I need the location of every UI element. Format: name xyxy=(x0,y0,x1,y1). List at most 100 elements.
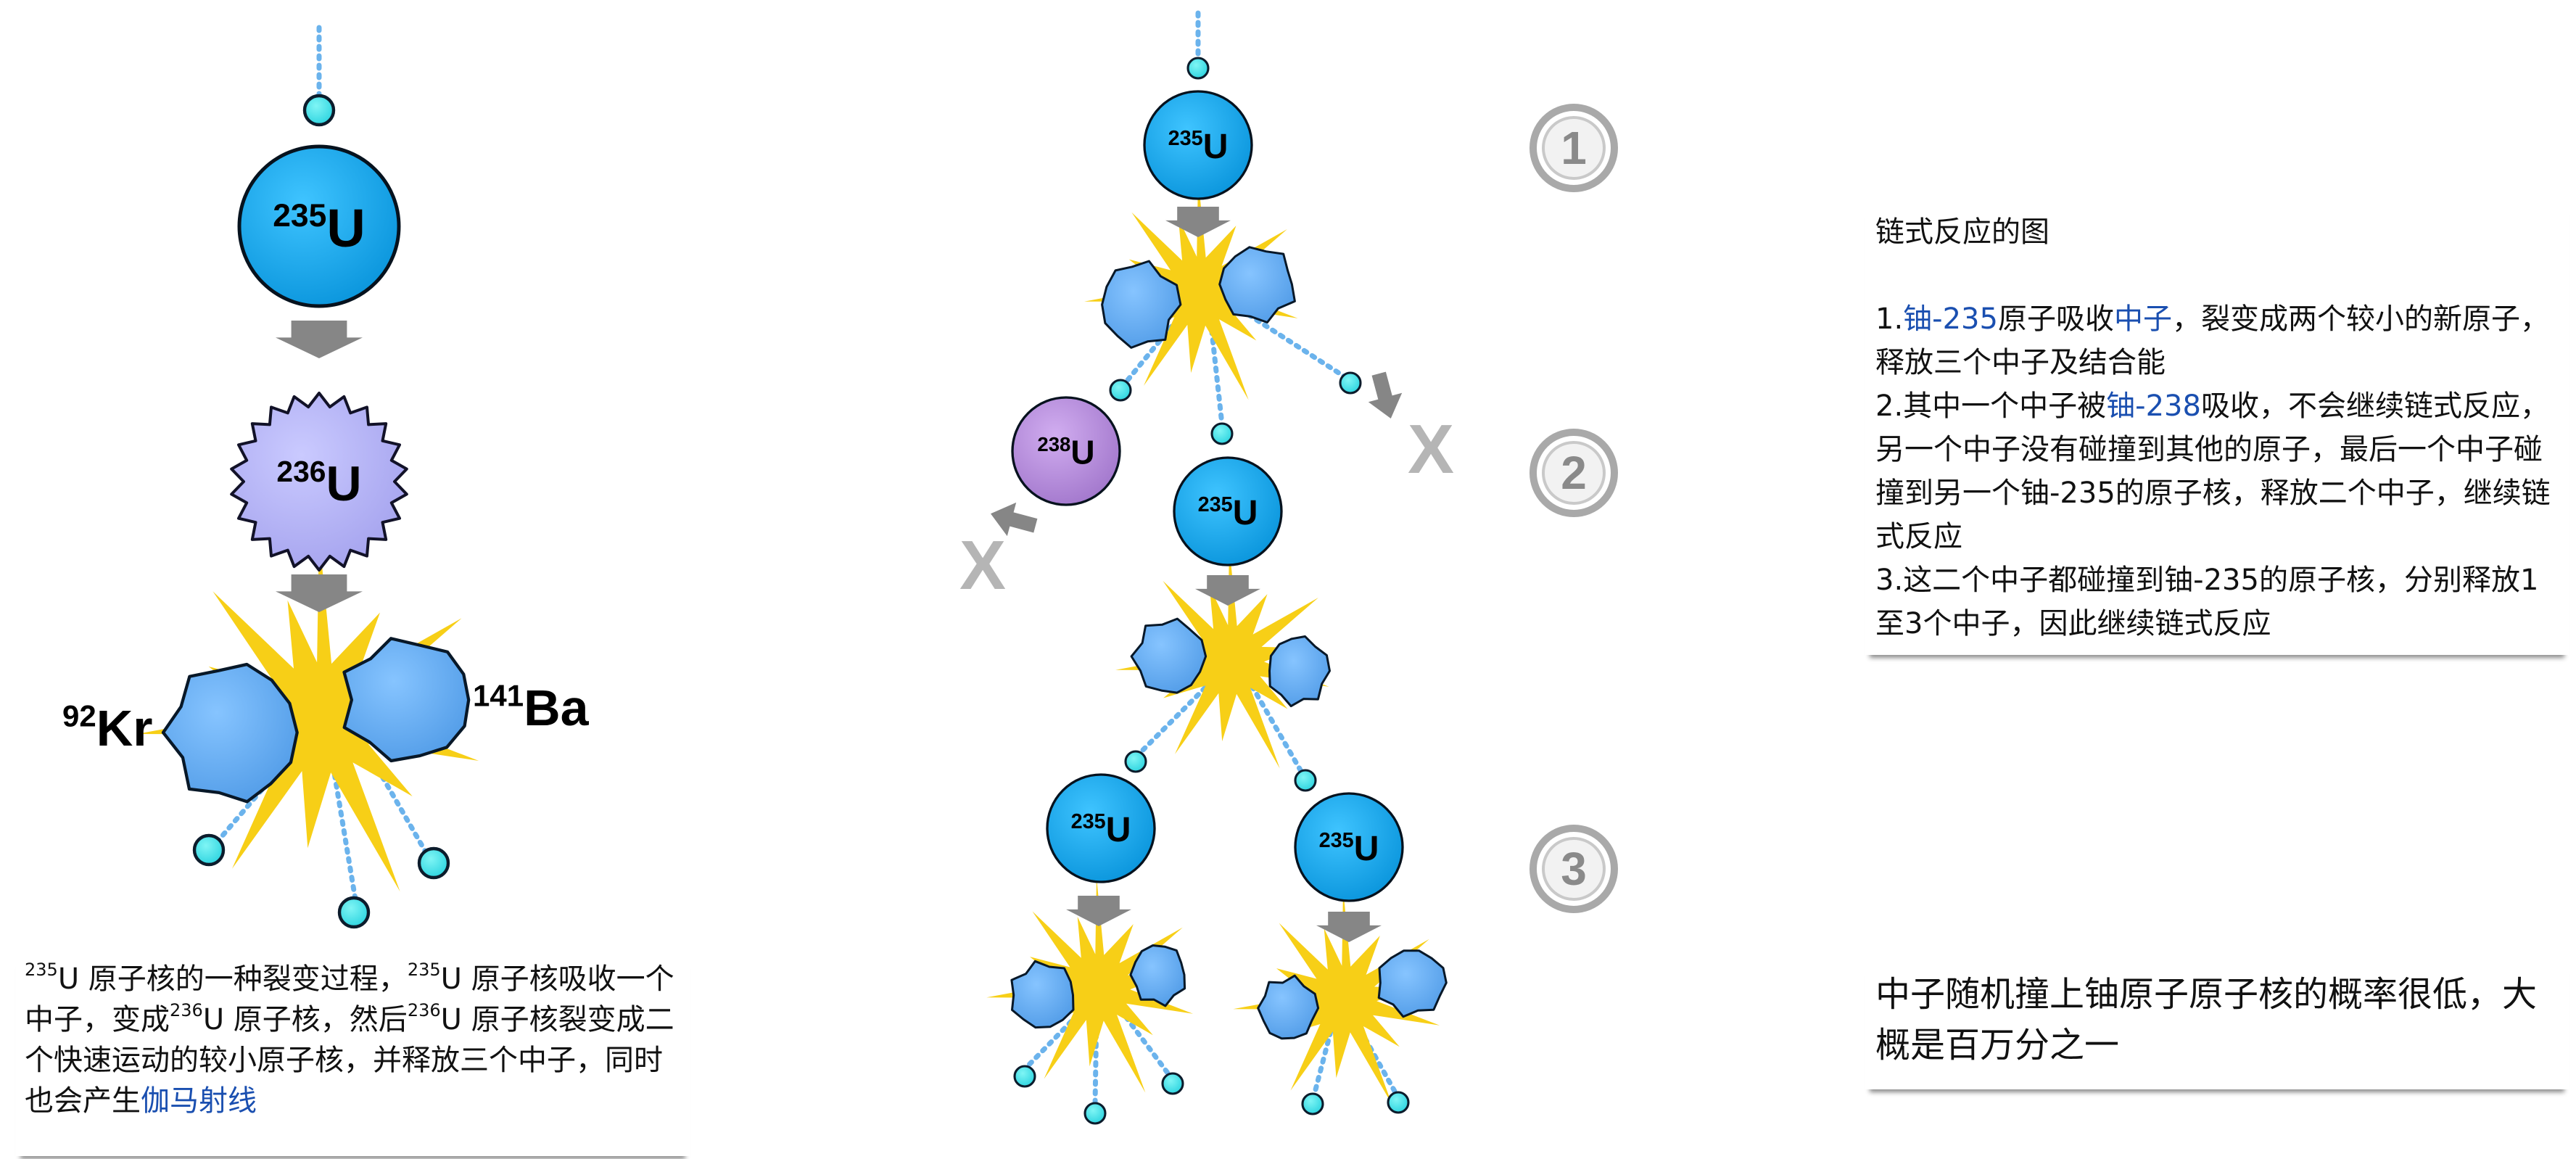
step-number: 3 xyxy=(1561,843,1587,895)
fission-burst xyxy=(137,535,479,892)
mass-number: 238 xyxy=(1037,433,1070,455)
uranium-235-nucleus xyxy=(1294,792,1404,902)
element-symbol: U xyxy=(1354,830,1379,868)
element-symbol: U xyxy=(1106,811,1131,849)
element-symbol: U xyxy=(1203,128,1229,166)
element-symbol: U xyxy=(1233,494,1258,532)
fission-fragment xyxy=(1377,949,1448,1018)
element-symbol: U xyxy=(326,198,365,258)
neutron-path xyxy=(1244,675,1305,775)
fission-caption-text: 235U 原子核的一种裂变过程，235U 原子核吸收一个中子，变成236U 原子… xyxy=(25,959,681,1121)
fission-fragment xyxy=(1010,960,1075,1029)
fission-fragment xyxy=(1130,617,1208,694)
neutron xyxy=(1083,1102,1107,1125)
fission-caption: 235U 原子核的一种裂变过程，235U 原子核吸收一个中子，变成236U 原子… xyxy=(16,956,690,1156)
element-symbol: Ba xyxy=(524,680,590,736)
nucleus-label: 235U xyxy=(1319,829,1379,868)
mass-number: 141 xyxy=(473,678,524,712)
down-arrow xyxy=(1316,912,1382,942)
mass-number: 235 xyxy=(1198,493,1233,516)
neutron xyxy=(1124,750,1147,773)
caption-segment: U 原子核裂变成二个快速运动的较小原子核，并释放三个中子，同时也会产生 xyxy=(25,1003,674,1118)
fragment-label: 92Kr xyxy=(62,698,153,756)
deflect-arrow-head xyxy=(1368,371,1403,418)
caption-segment: 原子吸收 xyxy=(1997,302,2114,336)
fission-fragment xyxy=(1257,974,1320,1040)
neutron xyxy=(1339,371,1362,395)
caption-segment: 2.其中一个中子被 xyxy=(1875,389,2107,423)
caption-segment: U 原子核吸收一个中子，变成 xyxy=(25,962,674,1036)
deflect-arrow-head xyxy=(991,502,1038,537)
down-arrow xyxy=(276,574,363,612)
caption-segment: U 原子核的一种裂变过程， xyxy=(57,962,408,996)
caption-spacer xyxy=(1875,254,2559,297)
mass-number: 235 xyxy=(407,960,441,980)
neutron xyxy=(302,94,336,127)
caption-segment: 1. xyxy=(1875,302,1904,336)
caption-segment: 吸收，不会继续链式反应，另一个中子没有碰撞到其他的原子，最后一个中子碰撞到另一个… xyxy=(1875,389,2551,553)
neutron xyxy=(1294,769,1317,792)
uranium-235-link[interactable]: 铀-235 xyxy=(1903,302,1998,336)
neutron xyxy=(1161,1072,1184,1095)
mass-number: 236 xyxy=(170,1000,203,1020)
mass-number: 236 xyxy=(407,1000,441,1020)
mass-number: 235 xyxy=(1168,127,1203,150)
step-inner xyxy=(1542,116,1606,180)
fission-fragment xyxy=(1218,246,1296,323)
nucleus-label: 236U xyxy=(276,455,361,511)
uranium-235-nucleus xyxy=(1143,90,1253,200)
fission-burst xyxy=(986,877,1194,1093)
neutron xyxy=(337,896,371,929)
neutron-link[interactable]: 中子 xyxy=(2113,302,2172,336)
caption-step-2: 2.其中一个中子被铀-238吸收，不会继续链式反应，另一个中子没有碰撞到其他的原… xyxy=(1875,384,2559,558)
down-arrow xyxy=(276,321,363,358)
chain-reaction-caption: 链式反应的图 1.铀-235原子吸收中子，裂变成两个较小的新原子，释放三个中子及… xyxy=(1865,205,2569,655)
deflect-arrow xyxy=(1368,371,1403,418)
deflect-arrow xyxy=(991,502,1038,537)
neutron xyxy=(1301,1092,1324,1115)
fission-fragment xyxy=(342,637,471,763)
neutron xyxy=(417,846,450,880)
fragment-label: 141Ba xyxy=(473,678,590,736)
neutron xyxy=(1013,1065,1036,1088)
nucleus-label: 235U xyxy=(1168,127,1229,166)
fission-fragment xyxy=(161,662,299,804)
neutron xyxy=(1387,1091,1410,1114)
uranium-238-nucleus xyxy=(1011,396,1121,506)
element-symbol: U xyxy=(326,456,361,511)
mass-number: 235 xyxy=(273,198,326,234)
mass-number: 235 xyxy=(1319,829,1354,852)
uranium-235-nucleus xyxy=(1046,773,1156,883)
uranium-238-link[interactable]: 铀-238 xyxy=(2106,389,2201,423)
step-inner xyxy=(1542,837,1606,901)
caption-step-3: 3.这二个中子都碰撞到铀-235的原子核，分别释放1至3个中子，因此继续链式反应 xyxy=(1875,564,2539,640)
nucleus-label: 235U xyxy=(1198,493,1258,532)
element-symbol: U xyxy=(1070,433,1094,471)
mass-number: 236 xyxy=(276,455,326,488)
down-arrow xyxy=(1165,207,1231,237)
neutron xyxy=(1210,422,1234,445)
uranium-236-nucleus xyxy=(230,392,408,572)
step-inner xyxy=(1542,441,1606,505)
fission-fragment xyxy=(1101,260,1182,349)
probability-text: 中子随机撞上铀原子原子核的概率很低，大概是百万分之一 xyxy=(1875,974,2538,1065)
uranium-235-nucleus xyxy=(237,144,401,308)
nucleus-label: 235U xyxy=(273,198,366,258)
nucleus-label: 235U xyxy=(1071,810,1131,849)
mass-number: 92 xyxy=(62,698,96,733)
lost-neutron-x: X xyxy=(1408,411,1454,488)
uranium-235-nucleus xyxy=(1173,456,1283,566)
gamma-ray-link[interactable]: 伽马射线 xyxy=(141,1084,257,1118)
step-number: 2 xyxy=(1561,447,1587,499)
lost-neutron-x: X xyxy=(959,527,1006,604)
fission-fragment xyxy=(1129,944,1186,1007)
neutron xyxy=(192,833,226,867)
caption-step-1: 1.铀-235原子吸收中子，裂变成两个较小的新原子，释放三个中子及结合能 xyxy=(1875,297,2559,384)
fission-fragment xyxy=(1268,635,1331,708)
fission-burst xyxy=(1084,177,1298,400)
neutron xyxy=(1109,379,1132,402)
down-arrow xyxy=(1066,896,1131,926)
caption-segment: U 原子核，然后 xyxy=(202,1003,408,1036)
neutron xyxy=(1186,57,1210,80)
